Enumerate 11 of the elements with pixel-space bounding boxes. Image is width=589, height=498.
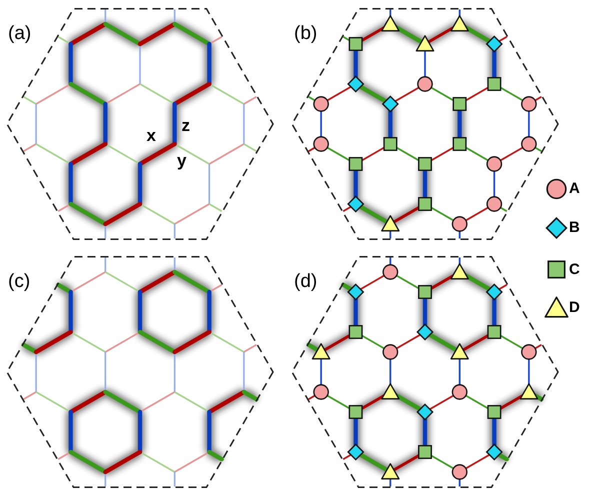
panel-label: (d) — [294, 272, 318, 291]
bond-label: z — [182, 116, 190, 134]
legend-label: D — [569, 300, 580, 315]
legend-label: B — [569, 220, 580, 235]
legend-label: A — [569, 181, 580, 196]
bond-label: y — [177, 152, 186, 169]
bond-label: x — [146, 126, 156, 144]
legend-label: C — [569, 262, 580, 276]
panel-label: (a) — [8, 24, 32, 43]
panel-label: (b) — [294, 24, 318, 43]
panel-label: (c) — [8, 272, 30, 291]
